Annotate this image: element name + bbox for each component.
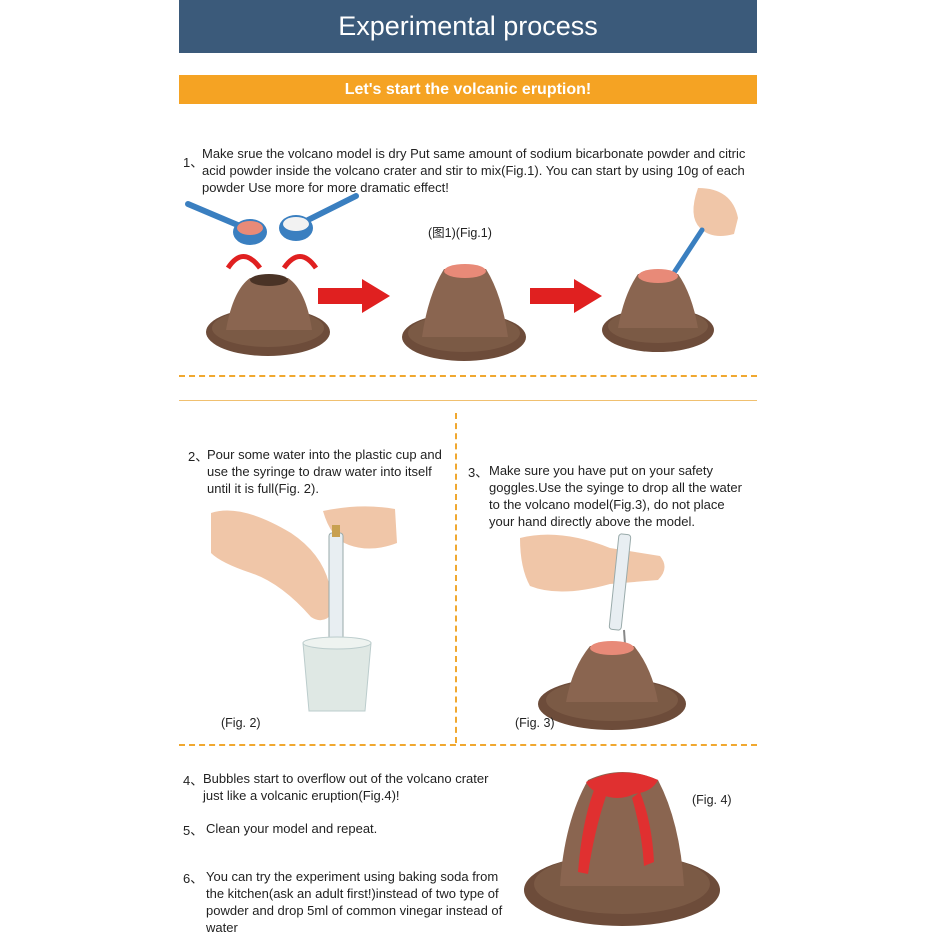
fig2-syringe-cup-image <box>211 506 397 712</box>
section-banner: Let's start the volcanic eruption! <box>179 75 757 104</box>
step-1-text: Make srue the volcano model is dry Put s… <box>202 146 746 195</box>
page-title: Experimental process <box>179 0 757 53</box>
column-divider <box>455 413 457 743</box>
section-divider <box>179 744 757 746</box>
section-divider <box>179 400 757 401</box>
fig2-caption: (Fig. 2) <box>221 716 261 730</box>
step-3-text: Make sure you have put on your safety go… <box>489 463 742 529</box>
step-3-number: 3、 <box>468 465 489 480</box>
step-2-number: 2、 <box>188 449 209 464</box>
fig1-volcano-filled-image <box>402 264 526 361</box>
right-arrow-icon <box>318 279 390 313</box>
step-1-number: 1、 <box>183 155 204 170</box>
fig3-drop-water-image <box>520 533 686 730</box>
step-5-text: Clean your model and repeat. <box>206 821 378 836</box>
fig1-caption: (图1)(Fig.1) <box>428 226 492 240</box>
fig1-volcano-powder-image <box>185 193 359 356</box>
step-2-text: Pour some water into the plastic cup and… <box>207 447 442 496</box>
step-6-text: You can try the experiment using baking … <box>206 869 503 935</box>
fig1-volcano-stir-image <box>602 188 738 352</box>
step-5-number: 5、 <box>183 823 204 838</box>
right-arrow-icon <box>530 279 602 313</box>
step-4-text: Bubbles start to overflow out of the vol… <box>203 771 489 803</box>
step-6-number: 6、 <box>183 871 204 886</box>
fig3-caption: (Fig. 3) <box>515 716 555 730</box>
fig4-caption: (Fig. 4) <box>692 793 732 807</box>
section-divider <box>179 375 757 377</box>
fig4-eruption-image <box>524 772 720 926</box>
step-4-number: 4、 <box>183 773 204 788</box>
